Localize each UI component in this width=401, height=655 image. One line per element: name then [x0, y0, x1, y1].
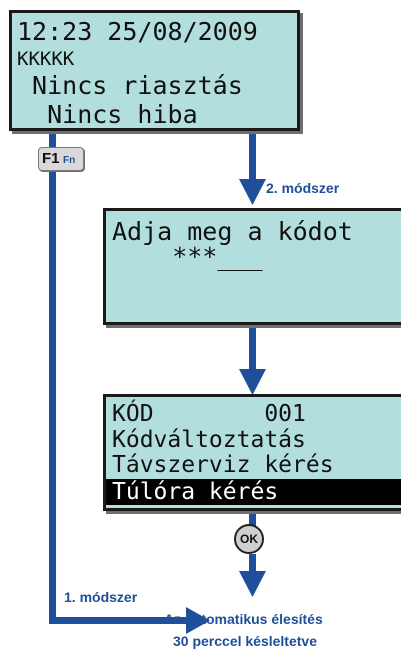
- lcd-line: Kódváltoztatás: [112, 427, 306, 453]
- arrow-shaft-left: [49, 168, 56, 624]
- arrow-shaft-1: [249, 128, 256, 182]
- lcd-line-highlighted: Túlóra kérés: [106, 479, 401, 505]
- method-2-label: 2. módszer: [266, 180, 340, 196]
- f1-key-label: F1: [42, 150, 60, 167]
- lcd-line: Nincs riasztás: [17, 71, 243, 100]
- lcd-line: KÓD 001: [112, 401, 306, 427]
- lcd-screen-status: 12:23 25/08/2009 KKKKK Nincs riasztás Ni…: [9, 10, 300, 131]
- lcd-line: Adja meg a kódot: [112, 217, 353, 246]
- f1-key: F1 Fn: [38, 147, 84, 171]
- lcd-line: Távszerviz kérés: [112, 452, 334, 478]
- lcd-line: Nincs hiba: [17, 100, 198, 129]
- method-1-label: 1. módszer: [64, 589, 138, 605]
- result-line-2: 30 perccel késleltetve: [173, 633, 317, 649]
- arrow-shaft-2: [249, 322, 256, 372]
- result-line-1: Az automatikus élesítés: [164, 611, 323, 627]
- arrow-head-2: [239, 369, 266, 395]
- arrow-shaft-bottom: [49, 617, 189, 624]
- lcd-screen-menu: KÓD 001 Kódváltoztatás Távszerviz kérés …: [103, 394, 401, 511]
- arrow-head-bottom: [186, 607, 210, 634]
- arrow-shaft-4: [249, 554, 256, 574]
- lcd-screen-code-entry: Adja meg a kódot ***___: [103, 208, 401, 325]
- ok-button: OK: [234, 524, 264, 554]
- fn-key-label: Fn: [63, 155, 76, 166]
- lcd-line: KKKKK: [17, 48, 75, 70]
- arrow-head-4: [239, 571, 266, 597]
- arrow-shaft-left-top: [49, 128, 56, 148]
- lcd-line: 12:23 25/08/2009: [17, 17, 258, 46]
- arrow-shaft-3: [249, 508, 256, 526]
- arrow-head-1: [239, 179, 266, 205]
- lcd-line: ***___: [112, 242, 263, 271]
